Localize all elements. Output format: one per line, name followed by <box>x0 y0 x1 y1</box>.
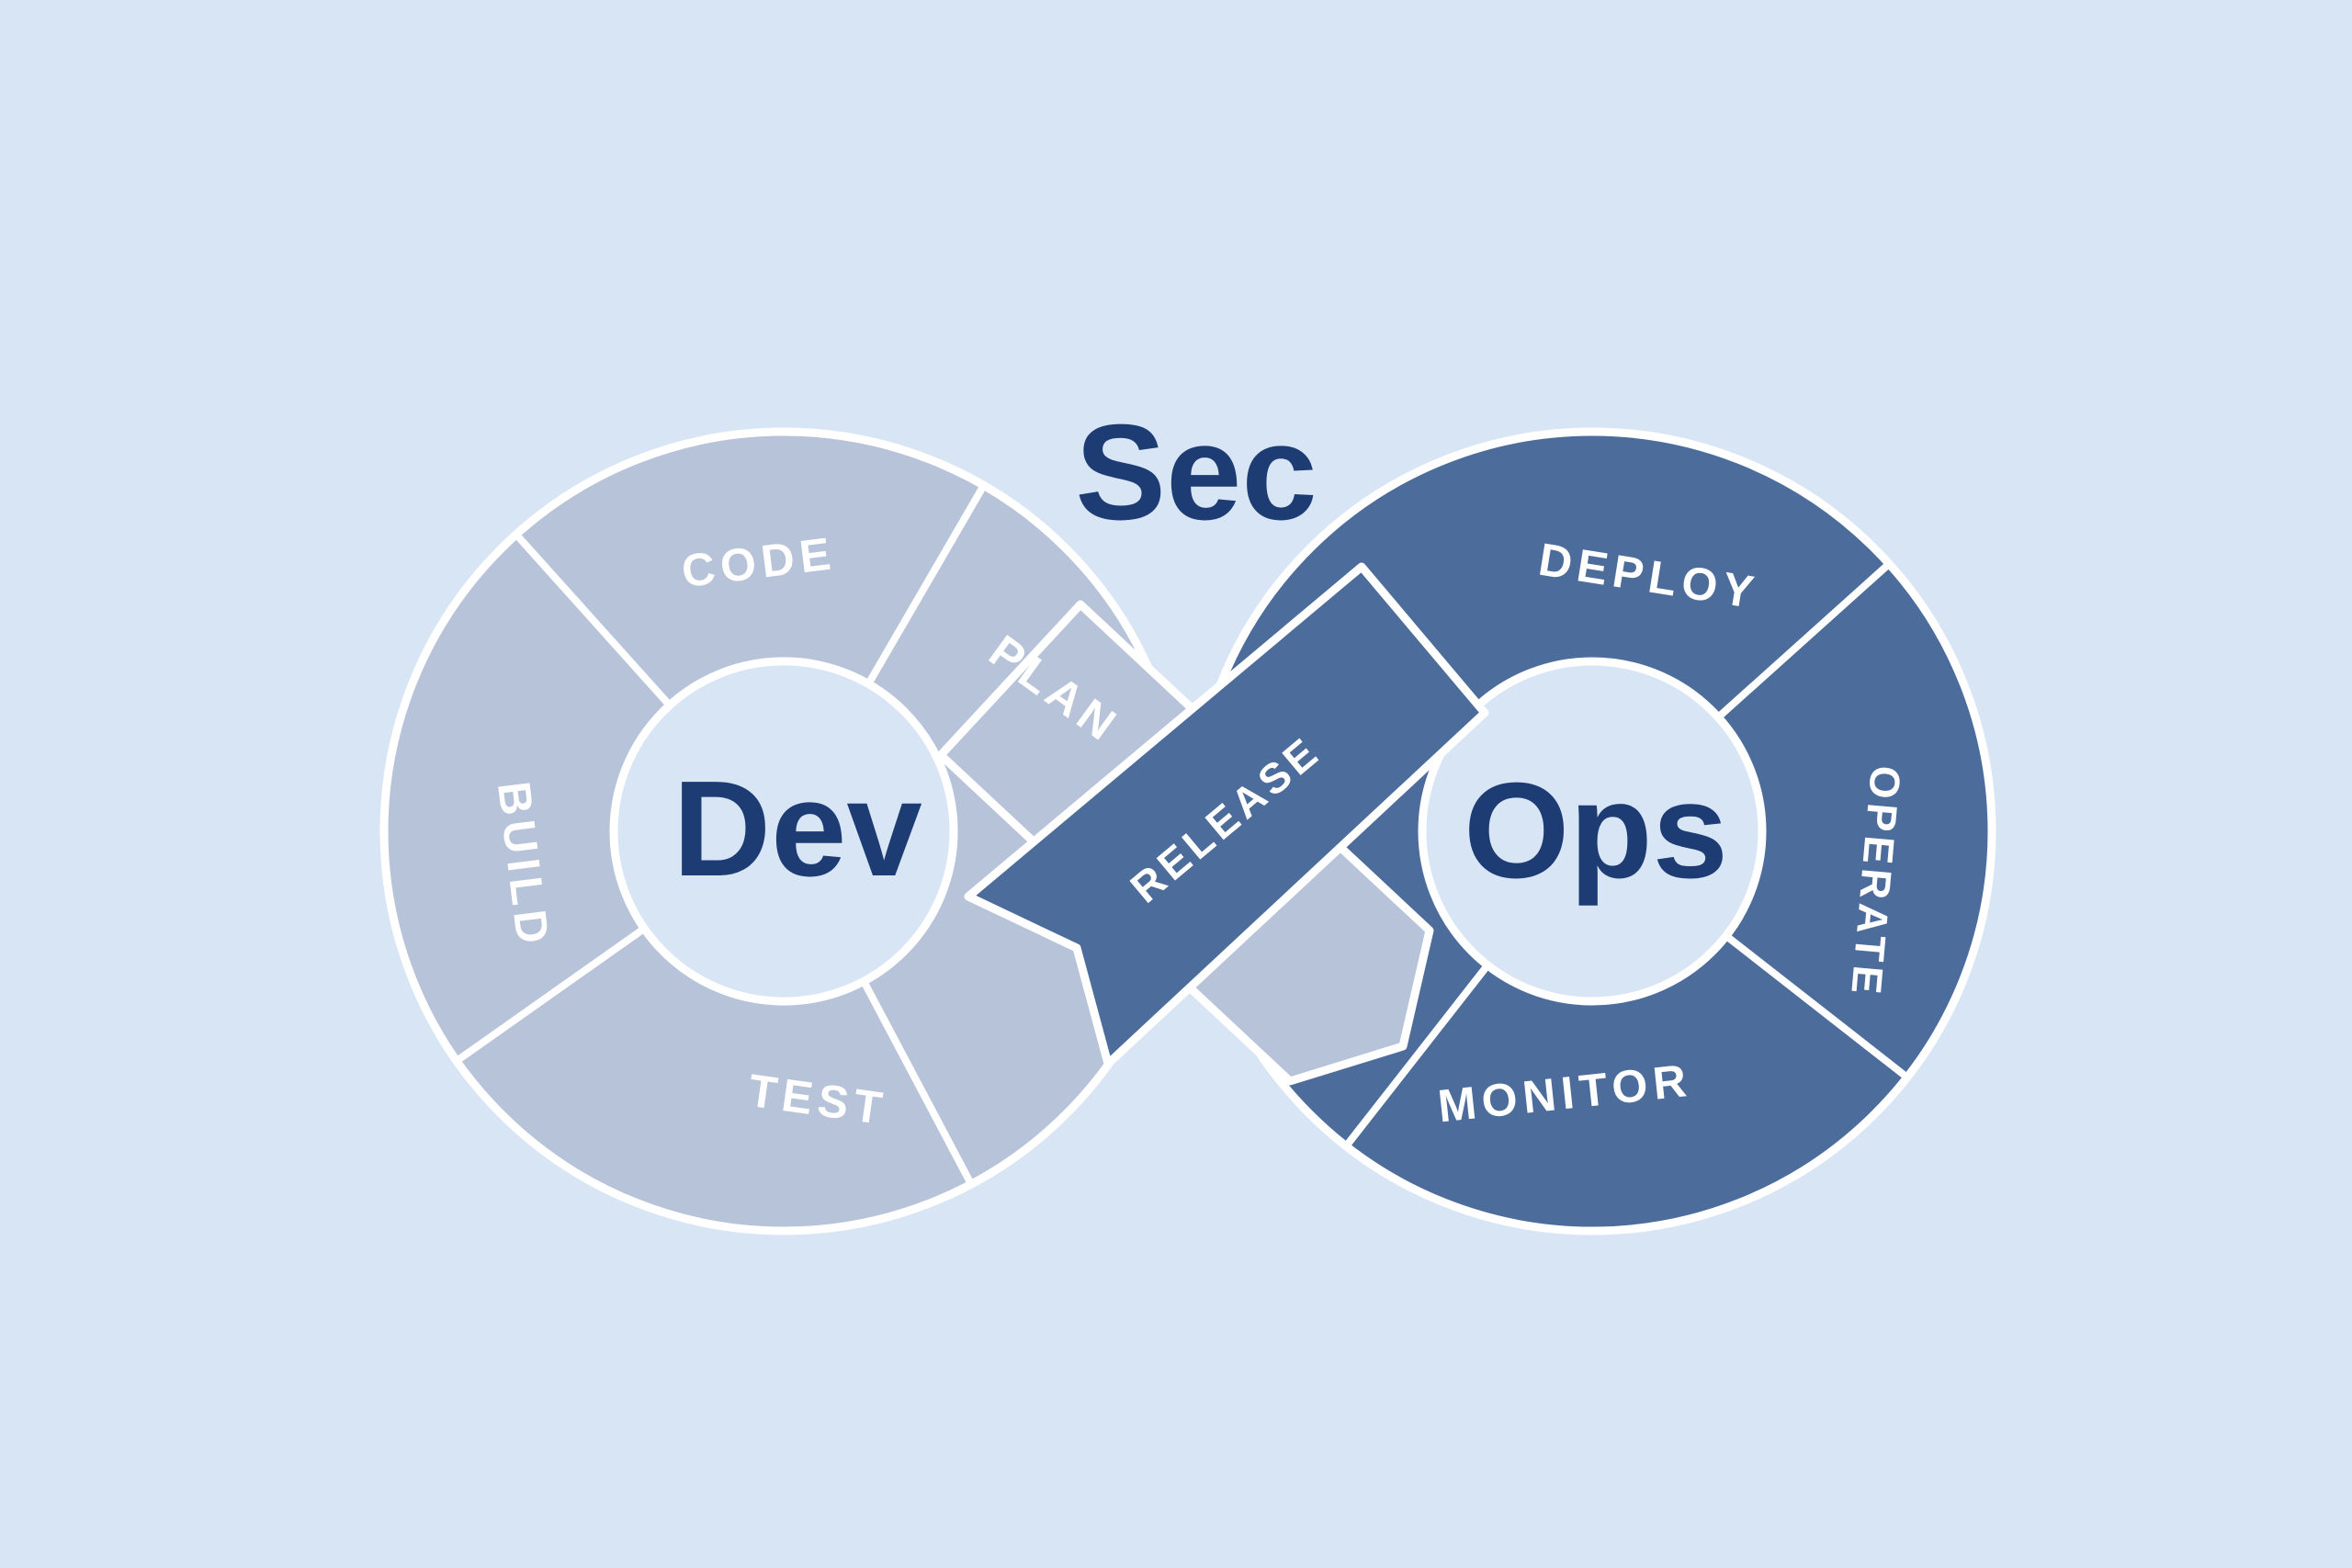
segment-divider-build-test <box>453 925 648 1065</box>
segment-divider-code-plan <box>865 481 988 688</box>
segment-divider-test-release <box>860 977 975 1188</box>
sec-heading: Sec <box>1075 397 1317 548</box>
ops-heading: Ops <box>1464 755 1728 907</box>
segment-divider-deploy-operate <box>1714 560 1893 721</box>
segment-divider-build-code <box>513 531 673 709</box>
release-ribbon <box>964 562 1489 1068</box>
dev-heading: Dev <box>673 753 922 905</box>
segment-divider-operate-monitor <box>1723 932 1911 1081</box>
segment-divider-monitor-band <box>1342 962 1491 1150</box>
